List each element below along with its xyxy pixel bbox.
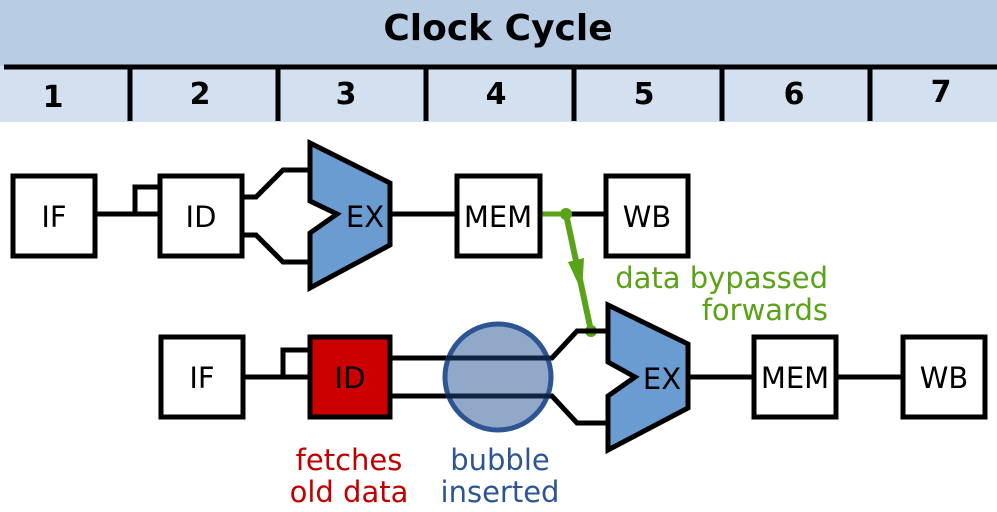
- stage-box-if: [10, 173, 98, 259]
- stage-box-if: [158, 334, 246, 420]
- stage-box-mem: [751, 334, 839, 420]
- wire-if-id-upper: [243, 347, 310, 380]
- stage-label-wb: WB: [623, 200, 672, 234]
- header-title-band: [0, 0, 997, 66]
- cycle-label-1: 1: [43, 80, 64, 115]
- stage-box-wb: [603, 173, 691, 259]
- stage-label-wb: WB: [920, 361, 969, 395]
- stage-box-wb: [900, 334, 988, 420]
- bypass-note-line-1: data bypassed: [615, 261, 828, 295]
- cycle-label-5: 5: [634, 77, 655, 112]
- alu-ex-shape: [307, 138, 393, 293]
- clock-cycle-header: Clock Cycle 1 2 3 4 5 6 7: [0, 0, 997, 122]
- cycle-label-2: 2: [190, 77, 211, 112]
- wire-id-ex-bottom: [242, 232, 310, 265]
- stage-label-mem: MEM: [761, 361, 829, 395]
- alu-ex-shape: [605, 301, 691, 455]
- stage-label-id: ID: [335, 361, 366, 395]
- bypass-tap-dot: [560, 208, 572, 220]
- bypass-note-line-2: forwards: [702, 293, 828, 327]
- stage-box-id: [157, 173, 245, 259]
- cycle-label-4: 4: [486, 77, 507, 112]
- header-title: Clock Cycle: [383, 8, 612, 49]
- bubble-note-line-1: bubble: [450, 443, 550, 477]
- pipeline-2: IF ID EX MEM WB: [158, 301, 988, 455]
- fetches-note-line-1: fetches: [296, 443, 403, 477]
- wire-id-ex-top: [242, 167, 310, 200]
- wire-if-id-upper: [95, 184, 160, 217]
- fetches-note-line-2: old data: [290, 475, 409, 509]
- stall-notes: fetches old data bubble inserted: [290, 443, 560, 509]
- bubble: [442, 321, 554, 433]
- stage-label-if: IF: [189, 361, 214, 395]
- cycle-row-band: [0, 66, 997, 122]
- stage-label-ex: EX: [643, 362, 681, 396]
- bubble-circle: [442, 321, 554, 433]
- cycle-label-7: 7: [931, 75, 952, 110]
- stage-box-mem: [454, 173, 543, 259]
- bypass-arrowhead-icon: [568, 258, 584, 292]
- bubble-note-line-2: inserted: [441, 475, 560, 509]
- stage-label-if: IF: [41, 200, 66, 234]
- cycle-label-6: 6: [784, 77, 805, 112]
- bypass-path: data bypassed forwards: [560, 208, 828, 337]
- stage-label-mem: MEM: [464, 200, 532, 234]
- stage-box-id-stalled: [307, 334, 393, 420]
- stage-label-ex: EX: [346, 200, 384, 234]
- cycle-label-3: 3: [336, 77, 357, 112]
- stage-label-id: ID: [186, 200, 217, 234]
- pipeline-1: IF ID EX MEM WB: [10, 138, 691, 293]
